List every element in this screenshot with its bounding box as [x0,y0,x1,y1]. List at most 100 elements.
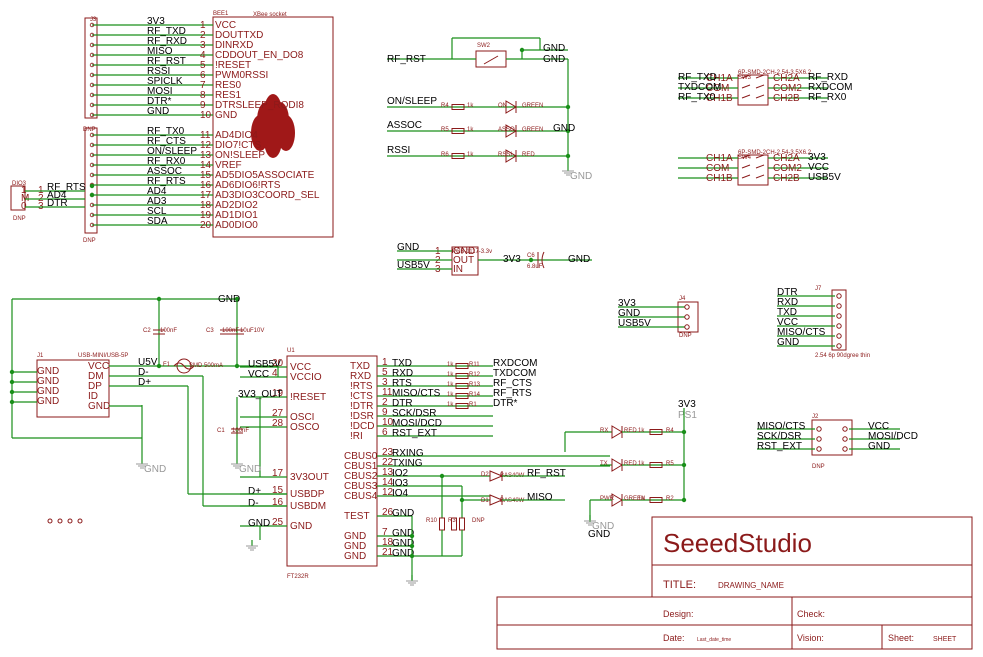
junction-dot [409,533,415,539]
resistor-icon [439,517,445,531]
header-j5-body [84,127,98,234]
xbee-net-label: ASSOC [147,166,182,177]
cbus-pin-number: 13 [382,467,394,478]
c2-ref: C2 [143,328,151,334]
resistor-icon [451,517,457,531]
xbee-pin-number: 13 [200,150,212,161]
junction-dot [565,153,571,159]
ft-pin-name: OSCO [290,422,320,433]
cbus-pin-number: 23 [382,447,394,458]
cbus-pin-number: 22 [382,457,394,468]
xbee-net-label: GND [147,106,169,117]
cbus-pin-number: 21 [382,547,394,558]
ft-pin-name: USBDM [290,501,326,512]
xbee-net-label: MISO [147,46,173,57]
usb-net: D- [138,367,149,378]
ft-pin-name: VCC [290,362,311,373]
junction-dot [409,543,415,549]
switch-net-left: TXDCOM [678,82,721,93]
ft-pin-name: OSCI [290,412,314,423]
led-ref: PWR [600,496,615,502]
cbus-pin-number: 12 [382,487,394,498]
c2-val: 100nF [160,328,177,334]
xbee-pin-number: 14 [200,160,212,171]
j2-left-net: SCK/DSR [757,431,801,442]
switch-net-right: 3V3 [808,152,826,163]
ft-pin-name: !DCD [350,421,374,432]
led-color: RED [624,428,637,434]
dio3-ref: DIO3 [12,181,27,187]
led-res-ref: R5 [666,461,674,467]
sheet-label: Sheet: [888,633,914,643]
xbee-pin-name: AD2DIO2 [215,200,258,211]
v3out-label: 3V3_OUT [238,389,282,400]
junction-dot [234,363,240,369]
design-label: Design: [663,609,694,619]
c1-ref: C1 [217,428,225,434]
j2-right-net: VCC [868,421,889,432]
switch-body [737,154,769,186]
ft-pin-number: 17 [272,468,284,479]
switch-ref: SW4 [738,155,752,161]
header-pin [89,22,95,28]
xbee-pin-name: VCC [215,20,236,31]
switch-contact-icon [741,164,765,169]
cbus-net: GND [392,528,414,539]
j4-net: USB5V [618,318,651,329]
header-pin [89,102,95,108]
j7-net: VCC [777,317,798,328]
cbus-net: IO2 [392,468,409,479]
cap-ref: C6 [527,253,535,259]
reg-net: USB5V [397,260,430,271]
j4-net: 3V3 [618,298,636,309]
ft232-part: FT232R [287,574,309,580]
header-pin [842,426,848,432]
ft232-body [286,355,378,567]
header-pin [89,52,95,58]
ft-res-val: 1k [447,362,454,368]
header-pin [836,313,842,319]
dio3-body [10,185,26,211]
junction-dot [681,462,687,468]
header-pin [89,42,95,48]
cbus-pin-number: 7 [382,527,388,538]
xbee-net-label: AD3 [147,196,167,207]
fuse-body [176,358,192,374]
header-pin [836,303,842,309]
header-pin [89,62,95,68]
switch-contact-icon [741,84,765,89]
ft-res-ref: R11 [469,362,480,368]
j7-net: RXD [777,297,798,308]
reg-out-label: 3V3 [503,254,521,265]
ft-res-val: 1k [447,392,454,398]
sw2-ref: SW2 [477,43,491,49]
junction-dot [89,183,95,189]
switch-pin-right: COM2 [773,163,802,174]
c3-val: 100nF [222,328,239,334]
reg-net: GND [397,242,419,253]
switch-part: 6P-SMD-2CH-2.54-3.5X6.2 [738,70,812,76]
xbee-pin-number: 16 [200,180,212,191]
d1-part: BAS40W [500,498,525,504]
ft-res-ref: R14 [469,392,481,398]
ft-pin-name: GND [290,521,312,532]
led-gnd: GND [588,529,610,540]
capacitor-icon [220,329,244,335]
ft-pin-name: RXD [350,371,371,382]
header-pin [89,212,95,218]
led-icon [505,124,517,138]
switch-net-right: RF_RXD [808,72,848,83]
resistor-icon [455,393,469,399]
ps-label: PS1 [678,410,697,421]
j7-net: TXD [777,307,797,318]
cbus-pin-name: CBUS4 [344,491,378,502]
switch-net-right: RXDCOM [808,82,852,93]
header-j4-body [84,17,98,119]
cbus-pin-number: 14 [382,477,394,488]
dio3-net: AD4 [47,190,67,201]
j7-body [831,289,847,351]
xbee-title: XBee socket [253,12,287,18]
r10-ref: R10 [426,518,438,524]
junction-dot [89,192,95,198]
ft-pin-name: TXD [350,361,370,372]
